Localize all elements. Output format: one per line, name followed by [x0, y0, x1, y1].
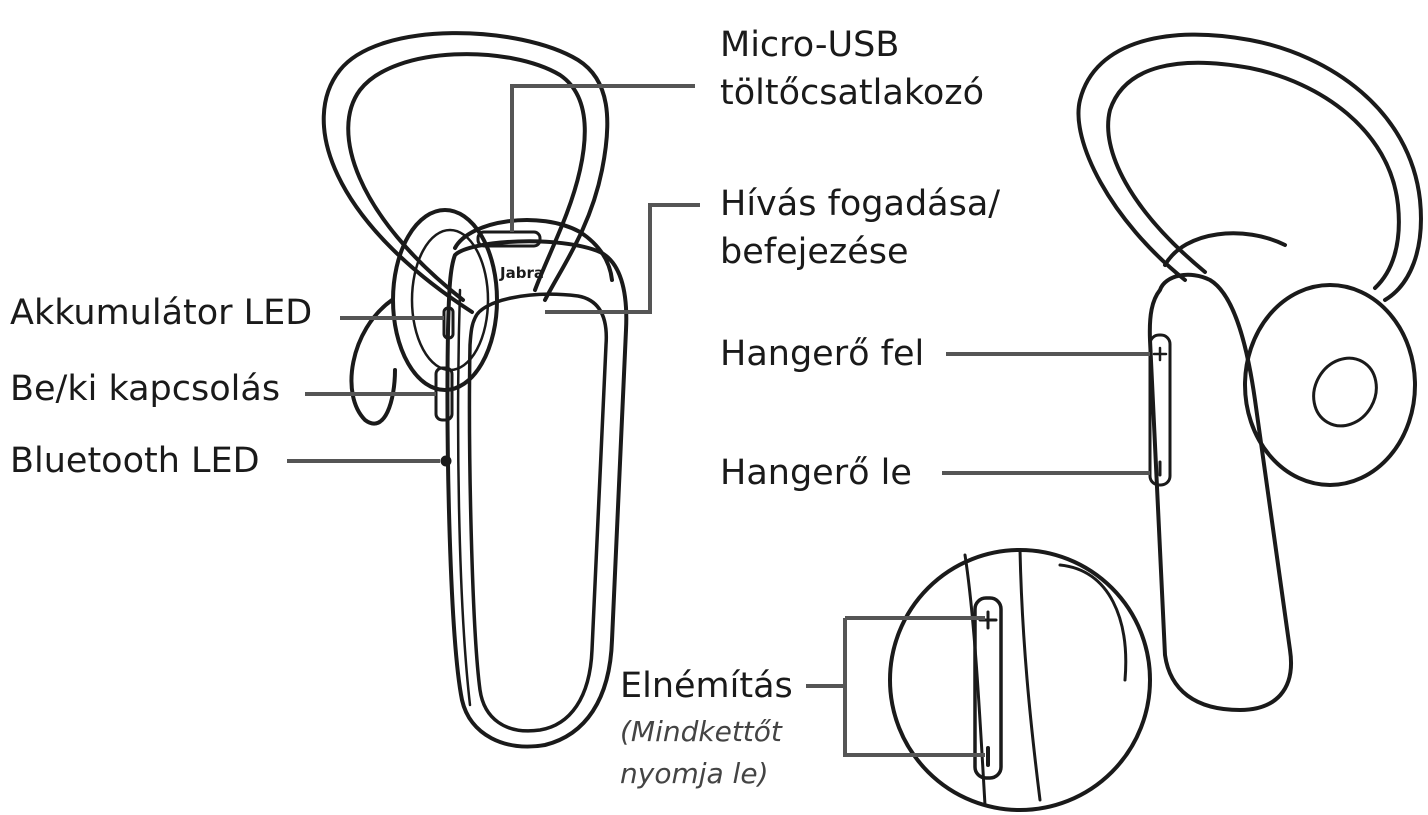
label-mute-note-line1: (Mindkettőt [620, 715, 782, 748]
label-call-line2: befejezése [720, 232, 909, 272]
label-mute: Elnémítás [620, 666, 793, 706]
zoom-body-edge [963, 553, 987, 807]
leader-micro-usb [510, 84, 695, 232]
body-side-edge [456, 288, 472, 707]
brand-logo: Jabra [499, 264, 544, 282]
leader-mute [806, 616, 985, 757]
side-ear-bud-hole [1312, 356, 1378, 428]
side-top-cap [1163, 231, 1287, 267]
mute-zoom-detail [888, 548, 1152, 812]
label-micro-usb-line1: Micro-USB [720, 25, 900, 65]
label-power: Be/ki kapcsolás [10, 369, 281, 409]
ear-hook-inner [346, 52, 587, 302]
label-call-line1: Hívás fogadása/ [720, 184, 1001, 224]
ear-hook-lower [349, 298, 397, 426]
side-ear-bud [1243, 283, 1417, 487]
label-bluetooth-led: Bluetooth LED [10, 441, 260, 481]
volume-rocker [1148, 333, 1172, 487]
leader-lines [287, 84, 1150, 757]
zoom-body-edge-2 [1018, 548, 1042, 802]
label-micro-usb-line2: töltőcsatlakozó [720, 73, 985, 113]
label-volume-up: Hangerő fel [720, 334, 925, 374]
bluetooth-led [440, 455, 452, 467]
headset-front-view [321, 31, 629, 749]
top-cap [453, 218, 614, 282]
volume-plus-icon [1152, 346, 1168, 362]
label-mute-note-line2: nyomja le) [620, 757, 769, 790]
leader-call [545, 203, 700, 314]
side-ear-hook [1076, 32, 1423, 302]
power-switch [434, 366, 454, 422]
micro-usb-port [476, 230, 542, 248]
battery-led [442, 306, 455, 340]
side-headset-body [1147, 272, 1293, 712]
call-button-panel [467, 292, 609, 733]
side-ear-hook-inner [1106, 60, 1401, 290]
zoom-volume-rocker [973, 596, 1003, 780]
headset-body [445, 239, 629, 749]
label-volume-down: Hangerő le [720, 453, 912, 493]
zoom-earbud-curve [1058, 563, 1128, 682]
ear-bud [391, 208, 499, 392]
ear-hook [321, 31, 610, 314]
headset-side-view [1076, 32, 1423, 712]
label-battery-led: Akkumulátor LED [10, 293, 313, 333]
